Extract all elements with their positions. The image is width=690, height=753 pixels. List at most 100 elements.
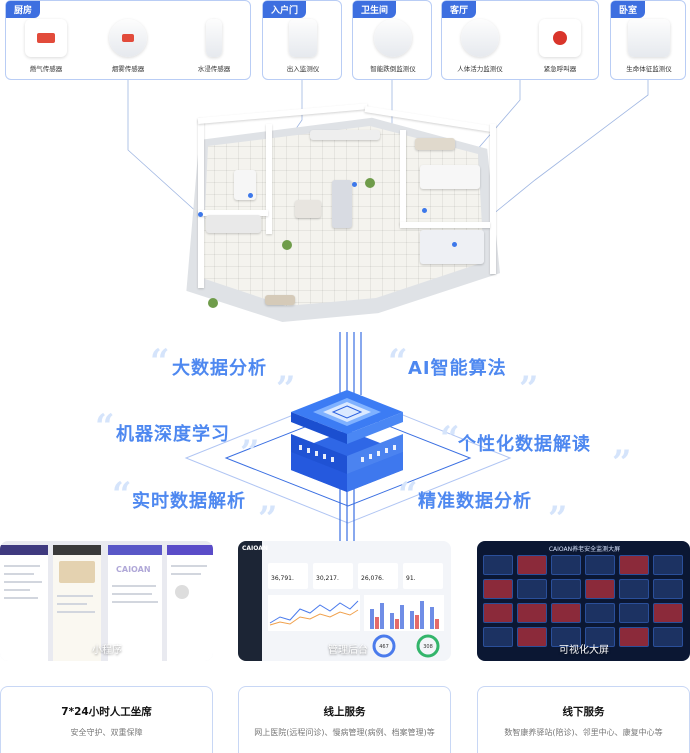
- dashboard-brand: CAIOAN: [242, 545, 268, 552]
- sofa: [332, 180, 352, 228]
- stat-tile: 30,217.: [313, 563, 353, 589]
- monitor-tile: [483, 603, 513, 623]
- device-vital-signs-monitor[interactable]: 生命体征监测仪: [613, 19, 685, 73]
- monitor-tile: [483, 555, 513, 575]
- plant: [365, 178, 375, 188]
- quote-close: ”: [548, 499, 568, 539]
- monitor-tile: [619, 555, 649, 575]
- sensor-marker: [352, 182, 357, 187]
- room-tag-kitchen: 厨房: [6, 1, 41, 18]
- monitor-tile: [585, 603, 615, 623]
- phone-screen: [167, 545, 213, 661]
- ai-feature-personalized: 个性化数据解读: [458, 434, 591, 455]
- phone-screen: CAIOAN: [108, 545, 162, 661]
- device-door-sensor[interactable]: 出入监测仪: [267, 19, 339, 73]
- room-tag-bathroom: 卫生间: [353, 1, 397, 18]
- monitor-tile: [517, 555, 547, 575]
- bathroom-fixture: [234, 170, 256, 200]
- room-tag-entrance: 入户门: [263, 1, 307, 18]
- device-motion-sensor[interactable]: 人体活力监测仪: [444, 19, 516, 73]
- big-screen-title: CAIOAN养老安全监测大屏: [548, 546, 621, 553]
- device-emergency-button[interactable]: 紧急呼叫器: [524, 19, 596, 73]
- door-sensor-icon: [289, 19, 317, 57]
- monitor-tile: [585, 555, 615, 575]
- device-smoke-sensor[interactable]: 烟雾传感器: [92, 19, 164, 73]
- brand-logo: CAIOAN: [116, 565, 151, 574]
- device-fall-detector[interactable]: 智能跌倒监测仪: [357, 19, 429, 73]
- ai-feature-ai-algorithm: AI智能算法: [408, 358, 507, 379]
- monitor-tile: [551, 555, 581, 575]
- stat-tile: 26,076.: [358, 563, 398, 589]
- ai-feature-big-data: 大数据分析: [172, 358, 267, 379]
- svg-text:308: 308: [423, 644, 433, 650]
- plant: [208, 298, 218, 308]
- device-gas-sensor[interactable]: 燃气传感器: [10, 19, 82, 73]
- mini-program-card[interactable]: CAIOAN 小程序: [0, 541, 213, 661]
- motion-sensor-icon: [461, 19, 499, 57]
- monitor-tile: [517, 603, 547, 623]
- gas-sensor-icon: [25, 19, 67, 57]
- fall-detector-icon: [374, 19, 412, 57]
- quote-open: “: [388, 342, 408, 382]
- monitor-tile: [551, 627, 581, 647]
- stat-tile: 91.: [403, 563, 443, 589]
- service-24h-seat: 7*24小时人工坐席 安全守护、双重保障: [0, 686, 213, 753]
- ai-feature-realtime: 实时数据解析: [132, 491, 246, 512]
- ai-feature-deep-learning: 机器深度学习: [116, 424, 230, 445]
- line-chart-icon: [268, 595, 360, 631]
- room-tag-bedroom: 卧室: [611, 1, 646, 18]
- smoke-sensor-icon: [109, 19, 147, 57]
- quote-close: ”: [258, 499, 278, 539]
- bathroom-panel: 卫生间 智能跌倒监测仪: [352, 0, 432, 80]
- quote-open: “: [398, 475, 418, 515]
- monitor-tile: [653, 555, 683, 575]
- card-caption-mini-program: 小程序: [92, 645, 122, 656]
- svg-text:467: 467: [379, 644, 389, 650]
- sensor-marker: [248, 193, 253, 198]
- dashboard-sidebar: [238, 541, 262, 661]
- sensor-marker: [452, 242, 457, 247]
- quote-close: ”: [276, 369, 296, 409]
- bedroom-wardrobe: [420, 165, 480, 189]
- monitor-tile: [517, 627, 547, 647]
- monitor-tile: [653, 579, 683, 599]
- monitor-tile: [483, 579, 513, 599]
- phone-screen: [0, 545, 48, 661]
- monitor-tile: [653, 627, 683, 647]
- kitchen-counter: [206, 215, 261, 233]
- balcony-chairs: [265, 295, 295, 305]
- stat-tile: 36,791.: [268, 563, 308, 589]
- quote-close: ”: [612, 443, 632, 483]
- ring-chart-icon: 467 308: [372, 634, 440, 658]
- big-screen-card[interactable]: CAIOAN养老安全监测大屏 可视化大屏: [477, 541, 690, 661]
- quote-open: “: [95, 407, 115, 447]
- phone-screen: [53, 545, 101, 661]
- bed: [420, 230, 484, 264]
- monitor-tile: [619, 627, 649, 647]
- monitor-tile: [653, 603, 683, 623]
- living-room-panel: 客厅 人体活力监测仪 紧急呼叫器: [441, 0, 599, 80]
- desk: [415, 138, 455, 150]
- smart-home-floor-plan: [170, 90, 520, 335]
- plant: [282, 240, 292, 250]
- device-water-sensor[interactable]: 水浸传感器: [178, 19, 250, 73]
- monitor-tile: [585, 579, 615, 599]
- dining-table: [295, 200, 321, 218]
- quote-open: “: [440, 419, 460, 459]
- kitchen-panel: 厨房 燃气传感器 烟雾传感器 水浸传感器: [5, 0, 251, 80]
- monitor-tile: [483, 627, 513, 647]
- emergency-button-icon: [539, 19, 581, 57]
- quote-open: “: [112, 475, 132, 515]
- entrance-panel: 入户门 出入监测仪: [262, 0, 342, 80]
- card-caption-admin: 管理后台: [328, 645, 368, 656]
- service-offline: 线下服务 数智康养驿站(陪诊)、邻里中心、康复中心等: [477, 686, 690, 753]
- monitor-tile: [551, 579, 581, 599]
- sensor-marker: [422, 208, 427, 213]
- monitor-tile: [551, 603, 581, 623]
- quote-close: ”: [519, 369, 539, 409]
- admin-dashboard-card[interactable]: CAIOAN 36,791. 30,217. 26,076. 91. 467 3…: [238, 541, 451, 661]
- ai-feature-precise: 精准数据分析: [418, 491, 532, 512]
- ai-chip-icon: [291, 390, 403, 492]
- room-tag-living-room: 客厅: [442, 1, 477, 18]
- monitor-tile: [517, 579, 547, 599]
